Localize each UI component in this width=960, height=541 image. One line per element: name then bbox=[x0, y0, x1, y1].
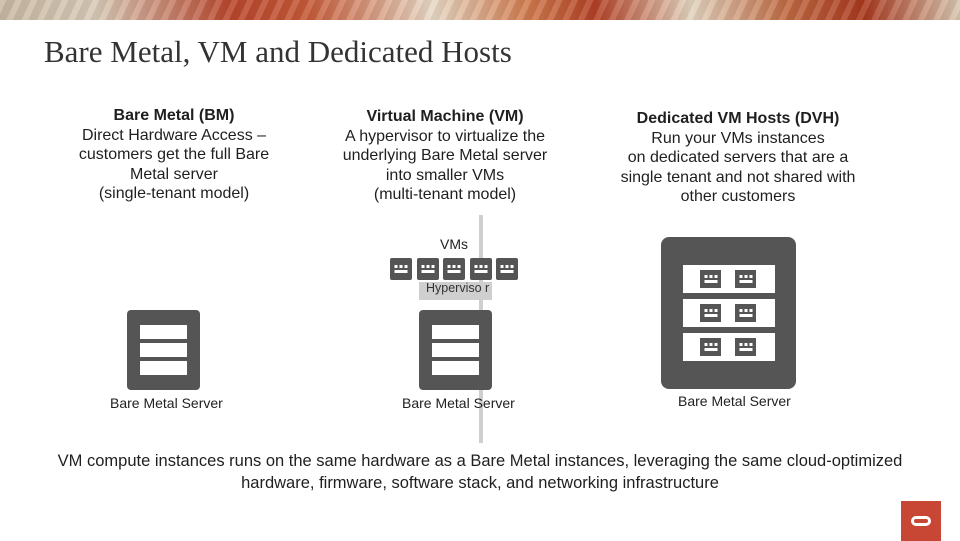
bm-server-label: Bare Metal Server bbox=[110, 395, 223, 411]
dvh-line: single tenant and not shared with bbox=[598, 168, 878, 188]
vm-line: underlying Bare Metal server bbox=[315, 146, 575, 166]
dvh-line: Run your VMs instances bbox=[598, 129, 878, 149]
vm-icon bbox=[734, 269, 757, 289]
vm-icon bbox=[496, 258, 518, 280]
dvh-vm-row bbox=[683, 333, 775, 361]
vm-heading: Virtual Machine (VM) bbox=[315, 107, 575, 127]
bm-line: Direct Hardware Access – bbox=[44, 126, 304, 146]
vm-icon bbox=[417, 258, 439, 280]
vm-icon bbox=[699, 269, 722, 289]
vm-server-label: Bare Metal Server bbox=[402, 395, 515, 411]
dvh-vm-row bbox=[683, 265, 775, 293]
vm-line: (multi-tenant model) bbox=[315, 185, 575, 205]
vm-icon bbox=[470, 258, 492, 280]
dvh-vm-row bbox=[683, 299, 775, 327]
vms-label: VMs bbox=[440, 236, 468, 252]
vm-description: Virtual Machine (VM) A hypervisor to vir… bbox=[315, 107, 575, 205]
footer-note: VM compute instances runs on the same ha… bbox=[40, 450, 920, 494]
bm-heading: Bare Metal (BM) bbox=[44, 106, 304, 126]
vm-icon bbox=[390, 258, 412, 280]
decorative-banner bbox=[0, 0, 960, 20]
slide-title: Bare Metal, VM and Dedicated Hosts bbox=[44, 34, 512, 70]
bm-line: (single-tenant model) bbox=[44, 184, 304, 204]
hypervisor-label: Hyperviso r bbox=[426, 280, 492, 296]
vm-icon bbox=[734, 337, 757, 357]
dvh-server-label: Bare Metal Server bbox=[678, 393, 791, 409]
vm-server-icon bbox=[419, 310, 492, 390]
vm-icon bbox=[699, 303, 722, 323]
vm-icon bbox=[734, 303, 757, 323]
vm-icon bbox=[443, 258, 465, 280]
vm-line: A hypervisor to virtualize the bbox=[315, 127, 575, 147]
bm-line: customers get the full Bare bbox=[44, 145, 304, 165]
dvh-description: Dedicated VM Hosts (DVH) Run your VMs in… bbox=[598, 109, 878, 207]
dvh-line: other customers bbox=[598, 187, 878, 207]
vm-icon bbox=[699, 337, 722, 357]
dvh-heading: Dedicated VM Hosts (DVH) bbox=[598, 109, 878, 129]
bm-line: Metal server bbox=[44, 165, 304, 185]
bm-server-icon bbox=[127, 310, 200, 390]
bm-description: Bare Metal (BM) Direct Hardware Access –… bbox=[44, 106, 304, 204]
dvh-line: on dedicated servers that are a bbox=[598, 148, 878, 168]
vm-line: into smaller VMs bbox=[315, 166, 575, 186]
oracle-logo-icon bbox=[901, 501, 941, 541]
